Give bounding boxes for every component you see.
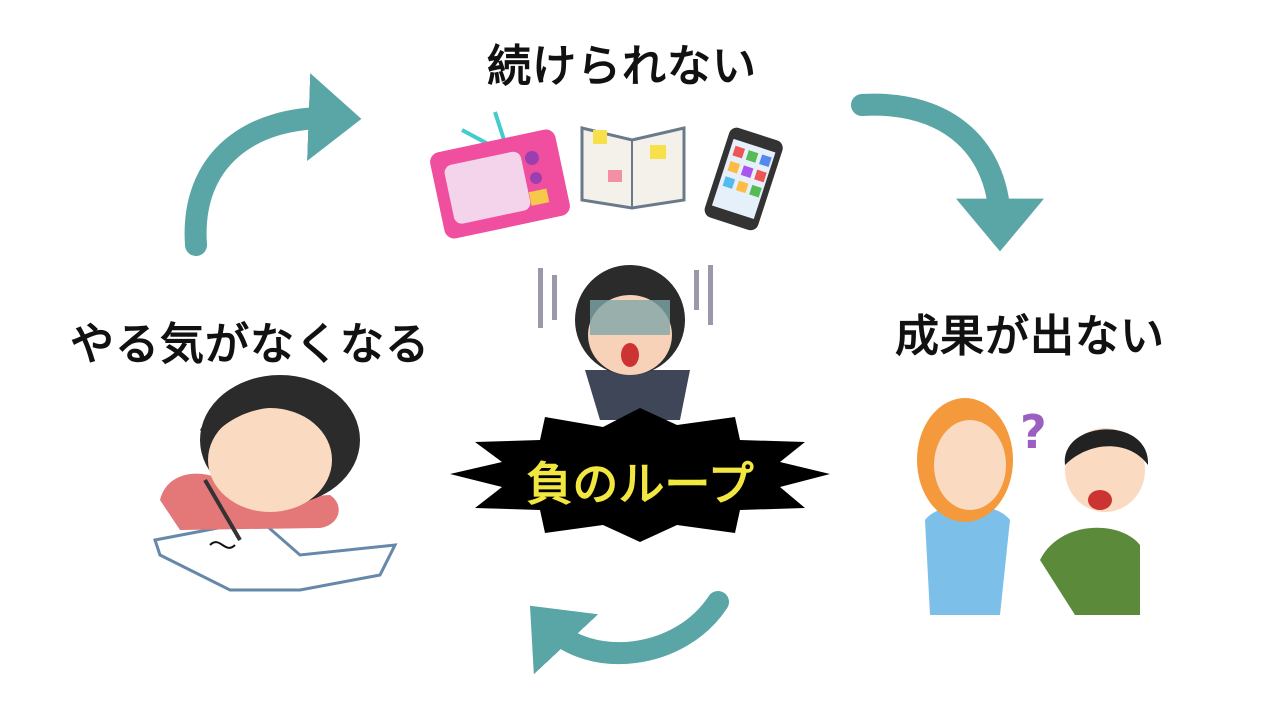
label-lose-motivation: やる気がなくなる — [70, 319, 430, 370]
arrow-top-right — [851, 93, 1044, 252]
stressed-woman-illustration — [538, 265, 713, 420]
sleeping-student-illustration — [153, 375, 398, 592]
arguing-people-illustration: ? — [917, 398, 1149, 615]
burst-shape — [450, 408, 830, 542]
label-no-results: 成果が出ない — [895, 311, 1165, 362]
tv-icon — [430, 111, 570, 239]
svg-text:?: ? — [1020, 405, 1047, 459]
label-negative-loop: 負のループ — [526, 457, 754, 511]
book-icon — [580, 126, 686, 210]
arrow-top-left — [184, 73, 362, 256]
smartphone-icon — [704, 127, 783, 231]
arrow-bottom — [529, 591, 729, 675]
label-cannot-continue: 続けられない — [487, 41, 757, 92]
